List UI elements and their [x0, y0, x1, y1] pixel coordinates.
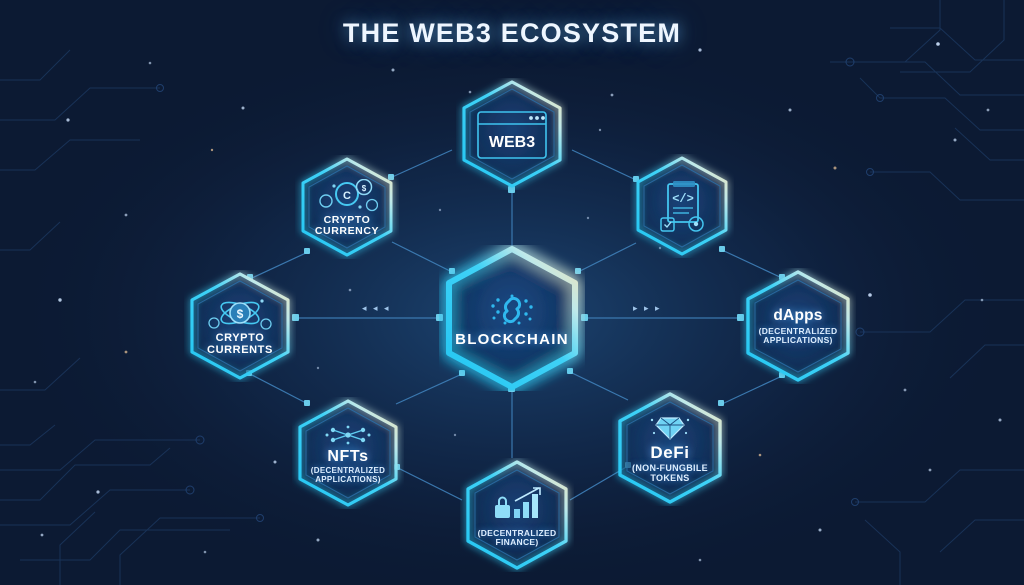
node-web3[interactable]: WEB3	[456, 78, 568, 190]
smart-contract-document-icon: </>	[660, 181, 704, 232]
hexagon-shape-crypto-currents	[190, 272, 290, 380]
node-label-nfts: NFTs	[327, 447, 369, 465]
dollar-atom-icon: $	[208, 299, 272, 330]
hexagon-shape-web3	[462, 80, 562, 188]
hexagon-shape-nfts	[298, 399, 398, 507]
hexagon-shape-blockchain	[446, 246, 578, 390]
node-label-dapps: dApps	[773, 307, 823, 325]
svg-text:C: C	[343, 190, 351, 202]
network-nodes-icon	[325, 425, 371, 444]
flow-marker-right: ▸ ▸ ▸	[633, 303, 662, 313]
node-label-blockchain: BLOCKCHAIN	[455, 330, 569, 348]
browser-window-icon: WEB3	[477, 111, 547, 159]
node-smart-contract[interactable]: </>	[630, 154, 734, 258]
node-crypto-currents[interactable]: $ CRYPTO CURRENTS	[184, 270, 296, 382]
node-label-crypto-currents: CRYPTO CURRENTS	[207, 332, 273, 356]
hexagon-shape-defi	[618, 392, 722, 504]
svg-text:$: $	[362, 184, 367, 193]
node-label-crypto-currency: CRYPTO CURRENCY	[314, 213, 380, 237]
page-title: THE WEB3 ECOSYSTEM	[342, 18, 682, 48]
node-crypto-currency[interactable]: C $ CRYPTO CURRENCY	[295, 155, 399, 259]
node-nfts[interactable]: NFTs (DECENTRALIZED APPLICATIONS)	[292, 397, 404, 509]
node-label-web3: WEB3	[489, 134, 535, 151]
diamond-icon	[650, 417, 690, 440]
svg-text:$: $	[237, 307, 244, 321]
node-sublabel-dapps: (DECENTRALIZED APPLICATIONS)	[758, 326, 838, 346]
node-sublabel-nfts: (DECENTRALIZED APPLICATIONS)	[310, 465, 386, 484]
hexagon-shape-smart-contract	[636, 156, 728, 256]
node-sublabel-defi: (NON-FUNGBILE TOKENS	[632, 463, 708, 484]
coin-stack-icon: C $	[319, 178, 378, 211]
flow-marker-left: ◂ ◂ ◂	[362, 303, 391, 313]
node-decentralized-finance[interactable]: (DECENTRALIZED FINANCE)	[460, 458, 574, 572]
node-sublabel-decentralized-finance: (DECENTRALIZED FINANCE)	[477, 527, 557, 547]
chain-link-icon	[491, 294, 533, 325]
lock-bar-chart-icon	[495, 486, 541, 518]
svg-text:</>: </>	[672, 192, 694, 206]
node-label-defi: DeFi	[650, 442, 690, 462]
connector-lines	[249, 149, 783, 501]
hexagon-shape-dapps	[746, 270, 850, 382]
node-defi[interactable]: DeFi (NON-FUNGBILE TOKENS	[612, 390, 728, 506]
node-dapps[interactable]: dApps (DECENTRALIZED APPLICATIONS)	[740, 268, 856, 384]
hexagon-shape-crypto-currency	[301, 157, 393, 257]
node-blockchain[interactable]: BLOCKCHAIN	[439, 245, 585, 391]
